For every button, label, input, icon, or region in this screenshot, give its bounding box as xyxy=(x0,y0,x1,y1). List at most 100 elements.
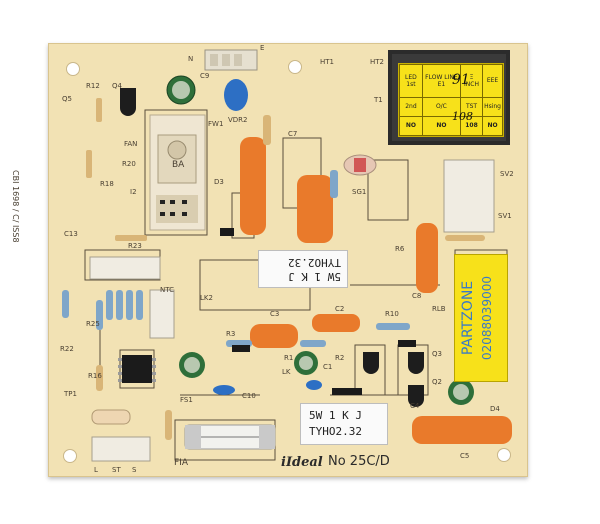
silk-ntc: NTC xyxy=(160,286,174,294)
transistor xyxy=(363,352,379,374)
silk-r16: R16 xyxy=(88,372,102,380)
sticker-cell: EEE xyxy=(482,64,503,98)
silk-st: ST xyxy=(112,466,121,474)
sticker-cell: NO xyxy=(482,115,503,137)
resistor-label-line2: TYHO2.32 xyxy=(309,425,362,438)
diode xyxy=(398,340,416,347)
silk-ba: BA xyxy=(172,160,185,170)
silk-d3: D3 xyxy=(214,178,224,186)
silk-r10: R10 xyxy=(385,310,399,318)
partzone-phone: 02088039000 xyxy=(480,276,494,360)
silk-vdr2: VDR2 xyxy=(228,116,248,124)
silk-rlb: RLB xyxy=(432,305,446,313)
silk-c9: C9 xyxy=(200,72,210,80)
varistor xyxy=(224,79,248,111)
silk-r22: R22 xyxy=(60,345,74,353)
connector xyxy=(89,256,161,280)
silk-c7: C7 xyxy=(288,130,298,138)
film-capacitor xyxy=(416,223,438,293)
ceramic-capacitor xyxy=(306,380,322,390)
silk-n: N xyxy=(188,55,194,63)
diode xyxy=(332,388,362,395)
silk-sv2: SV2 xyxy=(500,170,514,178)
mounting-hole xyxy=(288,60,302,74)
resistor-label-line1: 5W 1 K J xyxy=(288,270,341,283)
silk-ht1: HT1 xyxy=(320,58,334,66)
sticker-cell: NO xyxy=(421,115,461,137)
connector xyxy=(149,289,175,339)
model-number: No 25C/D xyxy=(328,454,390,469)
board-id-text: CBI 1698 / C/ ISS8 xyxy=(11,170,20,243)
diode xyxy=(220,228,234,236)
silk-q4: Q4 xyxy=(112,82,122,90)
silk-i2: I2 xyxy=(130,188,137,196)
mounting-hole xyxy=(497,448,511,462)
power-resistor-label: 5W 1 K J TYHO2.32 xyxy=(300,403,388,445)
film-capacitor xyxy=(297,175,333,243)
silk-fw1: FW1 xyxy=(208,120,224,128)
resistor-label-line1: 5W 1 K J xyxy=(309,409,362,422)
silk-c5: C5 xyxy=(460,452,470,460)
silk-c4: C4 xyxy=(410,402,420,410)
silk-sg1: SG1 xyxy=(352,188,367,196)
partzone-sticker: PARTZONE 02088039000 xyxy=(454,254,508,382)
silk-t1: T1 xyxy=(374,96,383,104)
silk-r12: R12 xyxy=(86,82,100,90)
silk-q3: Q3 xyxy=(432,350,442,358)
ceramic-capacitor xyxy=(213,385,235,395)
neon-indicator xyxy=(91,409,131,425)
diode xyxy=(232,345,250,352)
sticker-cell: 108 xyxy=(459,115,484,137)
connector xyxy=(443,159,495,233)
silk-e: E xyxy=(260,44,265,52)
connector xyxy=(91,436,151,462)
handwriting-91: 91 xyxy=(452,72,470,88)
mounting-hole xyxy=(63,449,77,463)
silk-s: S xyxy=(132,466,137,474)
silk-fia: FIA xyxy=(174,458,188,468)
silk-c2: C2 xyxy=(335,305,345,313)
silk-r3: R3 xyxy=(226,330,236,338)
transistor xyxy=(408,352,424,374)
silk-fs1: FS1 xyxy=(180,396,193,404)
sticker-cell: LED 1st xyxy=(399,64,423,98)
silk-d4: D4 xyxy=(490,405,500,413)
silk-c1: C1 xyxy=(323,363,333,371)
partzone-name: PARTZONE xyxy=(460,280,476,356)
silk-r18: R18 xyxy=(100,180,114,188)
sticker-grid: LED 1st FLOW LINE E1 Ξ INCH EEE 2nd O/C … xyxy=(399,64,503,137)
silk-r20: R20 xyxy=(122,160,136,168)
power-resistor-label: 5W 1 K J TYHO2.32 xyxy=(258,250,348,288)
silk-l: L xyxy=(94,466,98,474)
silk-c8: C8 xyxy=(412,292,422,300)
sticker-cell: FLOW LINE E1 xyxy=(421,64,461,98)
transistor xyxy=(120,88,136,116)
yellow-sticker: LED 1st FLOW LINE E1 Ξ INCH EEE 2nd O/C … xyxy=(398,63,504,137)
silk-fan: FAN xyxy=(124,140,138,148)
silk-lk: LK xyxy=(282,368,291,376)
partzone-text: PARTZONE 02088039000 xyxy=(458,256,504,380)
silk-r1: R1 xyxy=(284,354,294,362)
silk-lk2: LK2 xyxy=(200,294,213,302)
silk-c10: C10 xyxy=(242,392,256,400)
sticker-cell: Hsing xyxy=(482,96,503,117)
film-capacitor xyxy=(240,137,266,235)
resistor-label-line2: TYHO2.32 xyxy=(288,256,341,269)
silk-sv1: SV1 xyxy=(498,212,512,220)
film-capacitor xyxy=(412,416,512,444)
silk-r23: R23 xyxy=(128,242,142,250)
sticker-cell: 2nd xyxy=(399,96,423,117)
brand-logo: iIdeal xyxy=(281,455,323,470)
transistor xyxy=(408,385,424,407)
silk-r25: R25 xyxy=(86,320,100,328)
resistor-group xyxy=(62,98,485,440)
film-capacitor xyxy=(250,324,298,348)
mounting-hole xyxy=(66,62,80,76)
silk-c13: C13 xyxy=(64,230,78,238)
handwriting-108: 108 xyxy=(452,110,473,123)
silk-r2: R2 xyxy=(335,354,345,362)
silk-r6: R6 xyxy=(395,245,405,253)
ic-chip xyxy=(122,355,152,383)
sticker-cell: NO xyxy=(399,115,423,137)
